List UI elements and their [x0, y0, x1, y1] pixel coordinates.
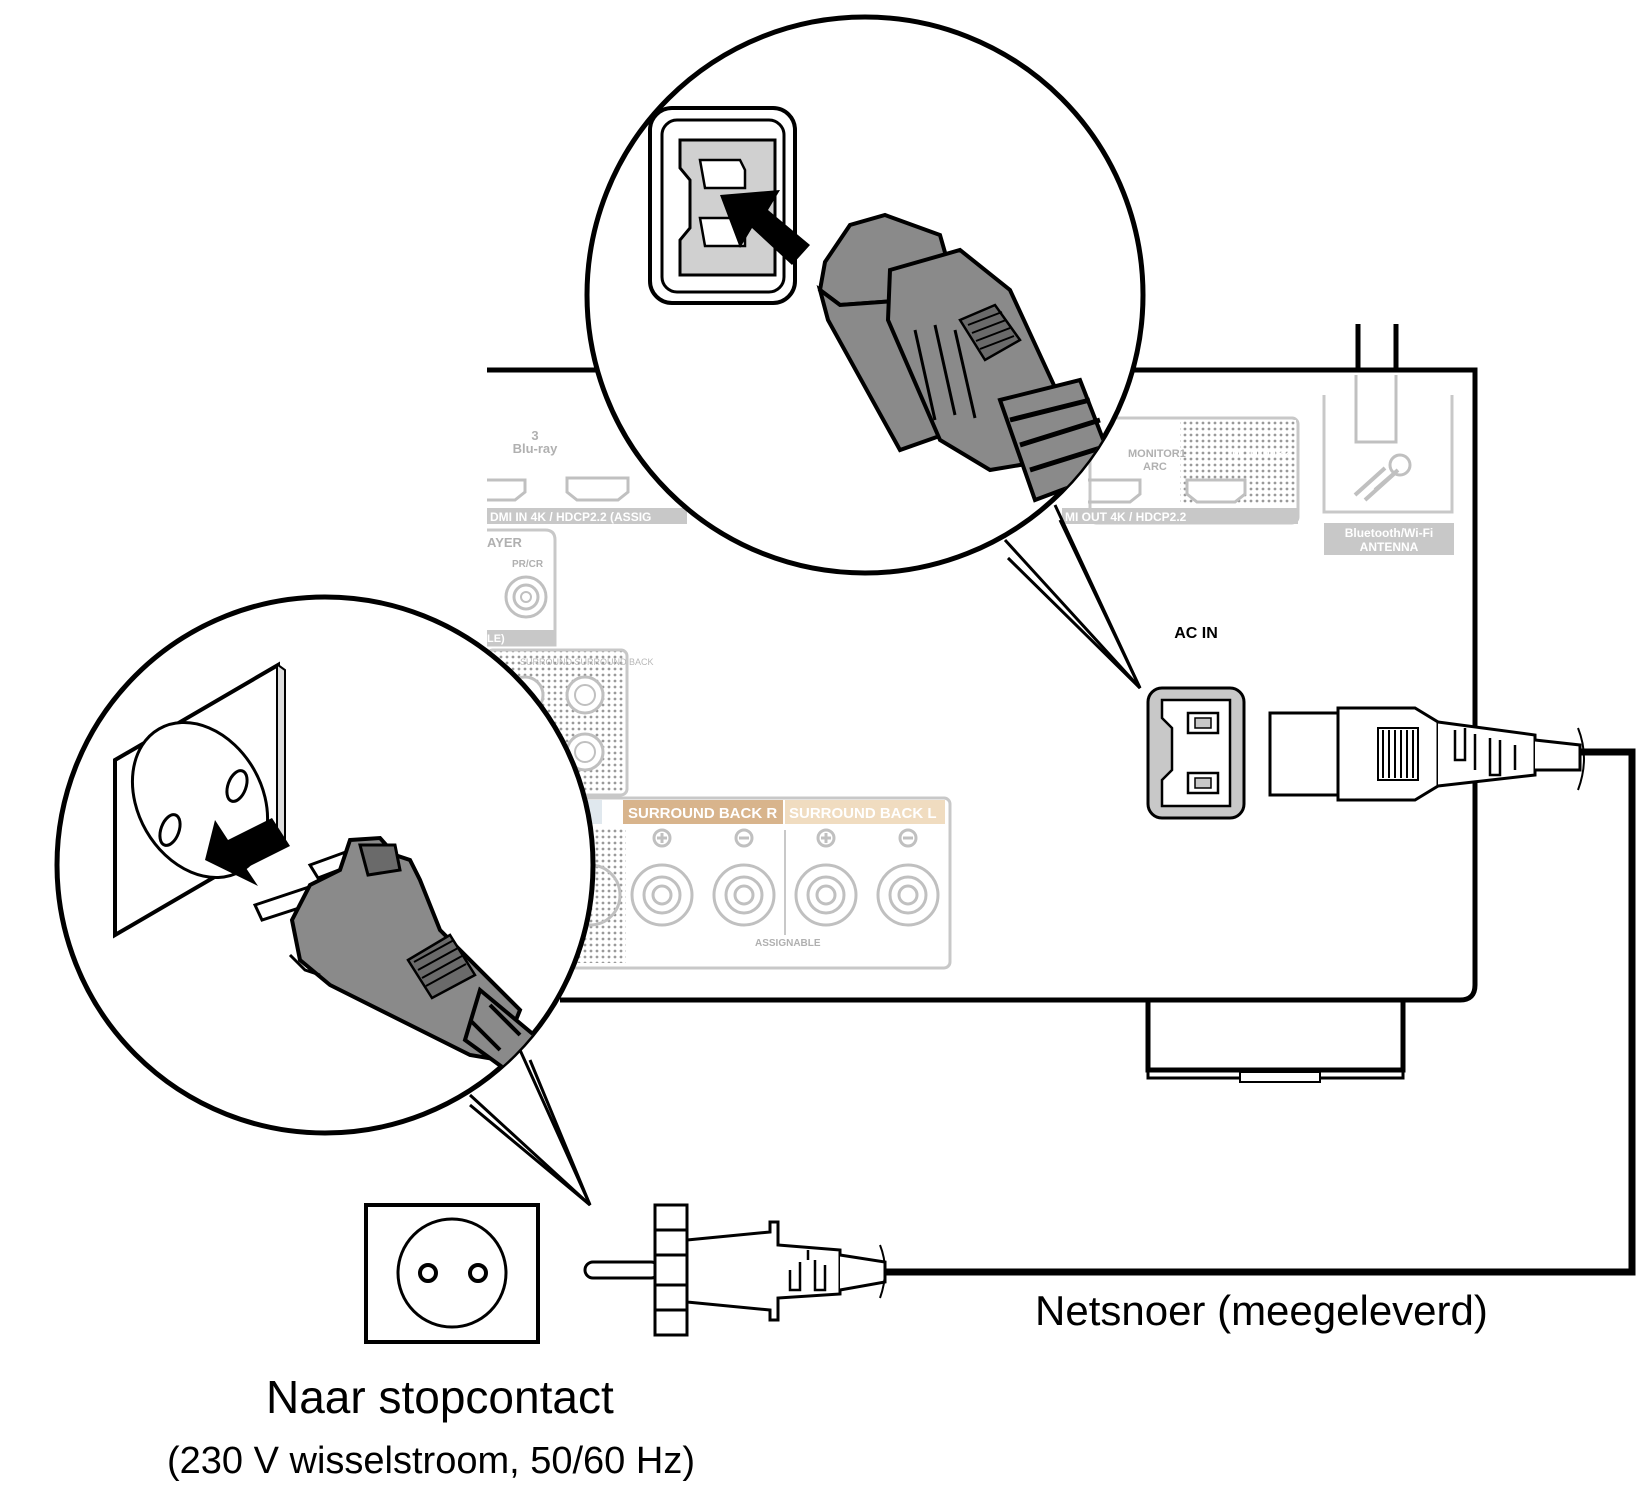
pr-cr-label: PR/CR: [512, 559, 544, 570]
surround-strip-label: SURROUND SURROUND BACK: [520, 657, 654, 667]
surround-back-l-label: SURROUND BACK L: [789, 805, 937, 822]
wall-outlet: [364, 1203, 540, 1344]
monitor1-label: MONITOR1: [1128, 448, 1186, 460]
assignable-label: ASSIGNABLE: [755, 938, 821, 949]
surround-back-l-badge: [785, 800, 945, 824]
le-label: LE): [487, 633, 505, 645]
outlet-caption: Naar stopcontact: [266, 1371, 614, 1423]
hdmi-monitor2-port: [1185, 478, 1247, 504]
power-cord-caption: Netsnoer (meegeleverd): [1035, 1287, 1488, 1334]
hdmi-out-spec: MI OUT 4K / HDCP2.2: [1065, 510, 1187, 524]
eu-plug: [583, 1203, 887, 1337]
player-label: AYER: [487, 535, 523, 550]
surround-back-r-label: SURROUND BACK R: [628, 805, 777, 822]
surround-back-r-badge: [623, 800, 783, 824]
iec-plug-side-view: [1268, 706, 1585, 802]
hdmi-input-number: 3: [531, 428, 538, 443]
antenna-label-line2: ANTENNA: [1360, 540, 1419, 554]
hdmi-input-name: Blu-ray: [513, 441, 559, 456]
hdmi-port: [565, 476, 630, 502]
hdmi-output-block: MONITOR1 ARC MONITOR2 MI OUT 4K / HDCP2.…: [1062, 416, 1300, 525]
hdmi-in-spec: DMI IN 4K / HDCP2.2 (ASSIG: [490, 510, 651, 524]
eu-plug-magnifier: [54, 594, 596, 1207]
iec-connector-magnifier: [584, 14, 1146, 690]
antenna-block: Bluetooth/Wi-Fi ANTENNA: [1322, 324, 1454, 555]
hdmi-input-block: 3 Blu-ray DMI IN 4K / HDCP2.2 (ASSIG: [487, 428, 687, 524]
component-video-block: AYER PR/CR LE): [487, 528, 557, 647]
antenna-label-line1: Bluetooth/Wi-Fi: [1345, 526, 1434, 540]
outlet-spec-caption: (230 V wisselstroom, 50/60 Hz): [167, 1440, 695, 1482]
ac-in-label: AC IN: [1174, 625, 1218, 642]
monitor2-label: MONITOR2: [1232, 448, 1290, 460]
hdmi-monitor1-port: [1088, 478, 1142, 504]
ac-in-socket: AC IN: [1146, 625, 1246, 820]
monitor1-sub-label: ARC: [1143, 461, 1167, 473]
power-cord: [885, 748, 1636, 1276]
